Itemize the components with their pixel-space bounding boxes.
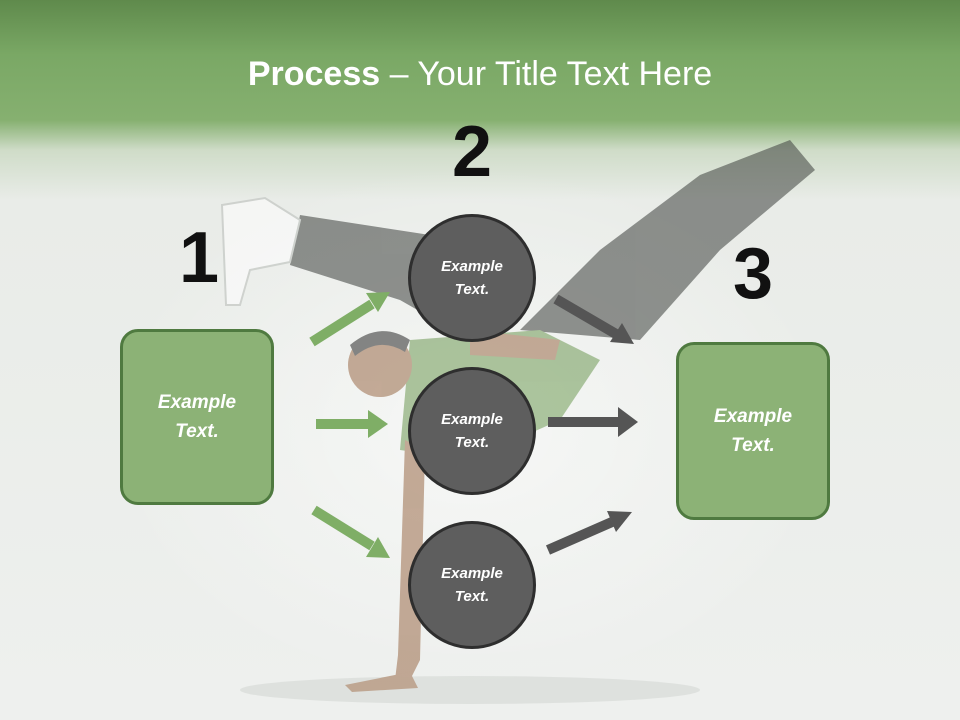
green-arrow-right [316,410,388,438]
title-bold: Process [247,55,381,93]
gray-arrow-down [553,294,634,344]
green-arrow-up [309,292,390,347]
left-box: Example Text. [120,329,274,505]
gray-arrow-up [545,511,632,555]
step-number-2: 2 [451,112,493,192]
title-separator: – [380,55,418,93]
right-box: Example Text. [676,342,830,520]
circle-bottom: Example Text. [408,521,536,649]
step-number-1: 1 [178,218,220,298]
slide-title: Process – Your Title Text Here [0,52,960,96]
title-rest: Your Title Text Here [417,55,713,93]
gray-arrow-right [548,407,638,437]
circle-top: Example Text. [408,214,536,342]
step-number-3: 3 [732,234,774,314]
green-arrow-down [311,505,390,558]
circle-middle: Example Text. [408,367,536,495]
